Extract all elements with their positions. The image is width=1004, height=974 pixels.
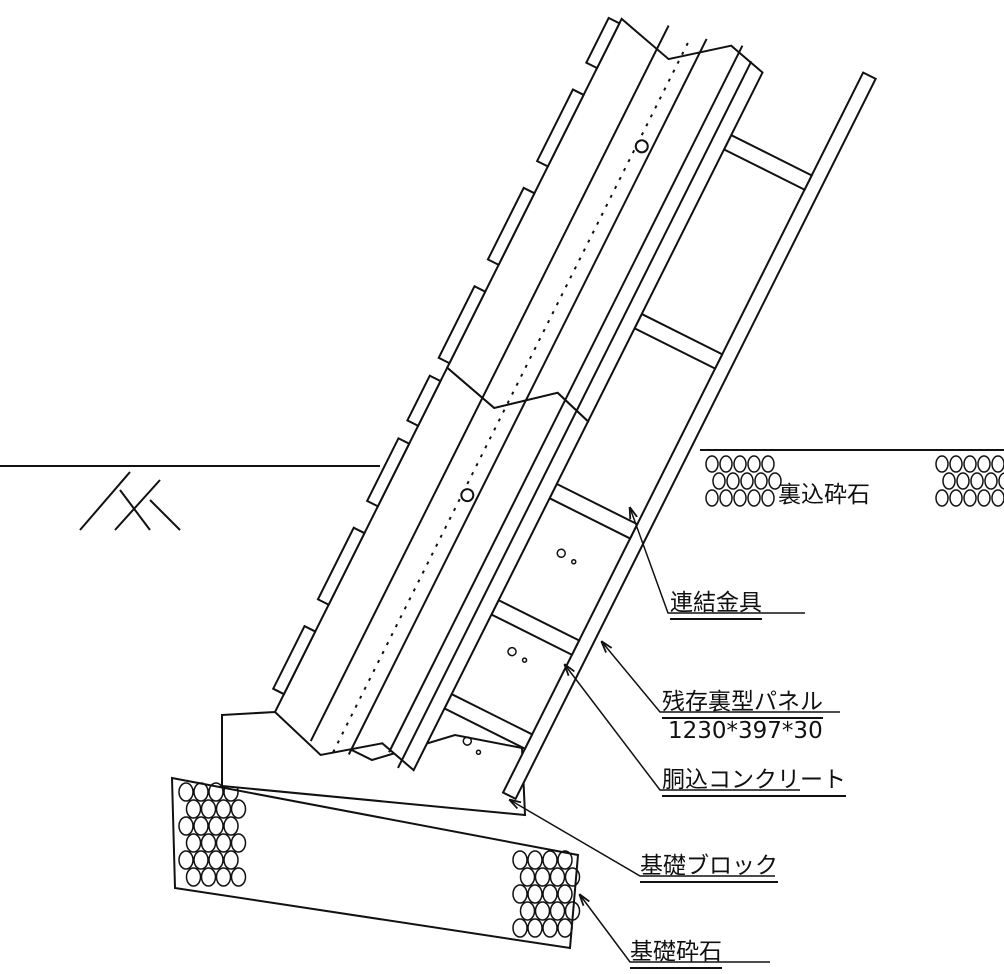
connectors bbox=[443, 133, 814, 751]
gravel-stone bbox=[208, 816, 224, 836]
gravel-stone bbox=[977, 455, 991, 473]
front-ribs bbox=[271, 16, 621, 696]
gravel-stone bbox=[977, 489, 991, 507]
gravel-stone bbox=[733, 489, 747, 507]
gravel-stone bbox=[991, 455, 1004, 473]
gravel-stone bbox=[984, 472, 998, 490]
gravel-stone bbox=[542, 918, 558, 938]
gravel-stone bbox=[542, 884, 558, 904]
gravel-stone bbox=[991, 489, 1004, 507]
gravel-stone bbox=[761, 455, 775, 473]
gravel-stone bbox=[208, 850, 224, 870]
ground-hatch bbox=[79, 471, 181, 531]
gravel-stone bbox=[223, 850, 239, 870]
gravel-stone bbox=[185, 799, 202, 819]
gravel-stone bbox=[705, 455, 719, 473]
gravel-stone bbox=[200, 799, 217, 819]
gravel-stone bbox=[512, 850, 528, 870]
gravel-stone bbox=[740, 472, 754, 490]
label-backfill-gravel: 裏込砕石 bbox=[778, 482, 870, 508]
gravel-stone bbox=[215, 799, 232, 819]
gravel-stone bbox=[193, 850, 209, 870]
gravel-stone bbox=[527, 850, 543, 870]
gravel-stone bbox=[178, 850, 194, 870]
gravel-stone bbox=[949, 455, 963, 473]
foundation-gravel bbox=[170, 776, 580, 950]
gravel-stone bbox=[185, 833, 202, 853]
gravel-stone bbox=[230, 867, 247, 887]
gravel-stone bbox=[519, 867, 536, 887]
gravel-stone bbox=[534, 901, 551, 921]
gravel-stone bbox=[935, 489, 949, 507]
gravel-stone bbox=[705, 489, 719, 507]
gravel-stone bbox=[747, 489, 761, 507]
gravel-stone bbox=[733, 455, 747, 473]
leader-lines bbox=[510, 508, 840, 963]
gravel-stone bbox=[178, 816, 194, 836]
gravel-stone bbox=[193, 782, 209, 802]
label-foundation-gravel: 基礎砕石 bbox=[630, 932, 722, 969]
gravel-stone bbox=[726, 472, 740, 490]
remaining-back-panel bbox=[501, 71, 878, 801]
gravel-stone bbox=[512, 884, 528, 904]
gravel-stone bbox=[557, 918, 573, 938]
fill-concrete-dots bbox=[462, 548, 577, 756]
gravel-stone bbox=[963, 455, 977, 473]
gravel-stone bbox=[712, 472, 726, 490]
label-panel: 残存裏型パネル bbox=[662, 682, 823, 719]
gravel-stone bbox=[942, 472, 956, 490]
gravel-stone bbox=[557, 850, 573, 870]
concrete-block-upper bbox=[445, 17, 764, 423]
gravel-stone bbox=[527, 884, 543, 904]
gravel-stone bbox=[935, 455, 949, 473]
gravel-stone bbox=[557, 884, 573, 904]
gravel-stone bbox=[200, 833, 217, 853]
gravel-stone bbox=[178, 782, 194, 802]
gravel-stone bbox=[208, 782, 224, 802]
label-connector: 連結金具 bbox=[670, 583, 762, 620]
foundation-gravel-left-fill bbox=[178, 782, 247, 887]
gravel-stone bbox=[549, 867, 566, 887]
gravel-stone bbox=[534, 867, 551, 887]
gravel-stone bbox=[527, 918, 543, 938]
center-dotted-line bbox=[332, 36, 692, 753]
label-panel-size: 1230*397*30 bbox=[668, 718, 823, 744]
gravel-stone bbox=[719, 455, 733, 473]
gravel-stone bbox=[200, 867, 217, 887]
label-fill-concrete: 胴込コンクリート bbox=[662, 760, 846, 797]
foundation-gravel-right-fill bbox=[512, 850, 581, 938]
wall-assembly bbox=[271, 16, 878, 801]
gravel-stone bbox=[542, 850, 558, 870]
gravel-stone bbox=[956, 472, 970, 490]
gravel-stone bbox=[549, 901, 566, 921]
gravel-stone bbox=[747, 455, 761, 473]
gravel-stone bbox=[519, 901, 536, 921]
gravel-stone bbox=[949, 489, 963, 507]
gravel-stone bbox=[215, 867, 232, 887]
gravel-stone bbox=[768, 472, 782, 490]
gravel-stone bbox=[193, 816, 209, 836]
gravel-stone bbox=[215, 833, 232, 853]
gravel-stone bbox=[564, 901, 581, 921]
gravel-stone bbox=[512, 918, 528, 938]
gravel-stone bbox=[223, 816, 239, 836]
backfill-gravel-left bbox=[705, 455, 782, 507]
gravel-stone bbox=[230, 799, 247, 819]
backfill-gravel-right bbox=[935, 455, 1004, 507]
label-foundation-block: 基礎ブロック bbox=[640, 846, 778, 883]
gravel-stone bbox=[998, 472, 1004, 490]
gravel-stone bbox=[754, 472, 768, 490]
gravel-stone bbox=[761, 489, 775, 507]
gravel-stone bbox=[185, 867, 202, 887]
gravel-stone bbox=[970, 472, 984, 490]
gravel-stone bbox=[963, 489, 977, 507]
gravel-stone bbox=[564, 867, 581, 887]
gravel-stone bbox=[230, 833, 247, 853]
gravel-stone bbox=[719, 489, 733, 507]
